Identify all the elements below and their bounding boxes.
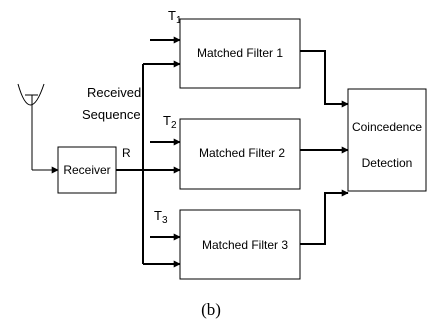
received-label: Received bbox=[87, 85, 141, 100]
t1-label: T1 bbox=[168, 8, 182, 26]
coincidence-label: Coincedence bbox=[352, 120, 422, 134]
receiver-label: Receiver bbox=[63, 163, 110, 177]
matched-filter-2-block bbox=[179, 118, 301, 190]
filter3-output-wire bbox=[300, 189, 349, 245]
figure-caption: (b) bbox=[201, 300, 221, 319]
matched-filter-1-block bbox=[179, 18, 301, 89]
r-label: R bbox=[122, 146, 131, 160]
detection-label: Detection bbox=[362, 156, 413, 170]
coincidence-detection-block bbox=[347, 88, 427, 192]
matched-filter-3-block bbox=[179, 209, 301, 280]
antenna-icon bbox=[17, 83, 45, 170]
t3-label: T3 bbox=[154, 208, 168, 226]
matched-filter-2-label: Matched Filter 2 bbox=[199, 146, 285, 160]
matched-filter-1-label: Matched Filter 1 bbox=[197, 46, 283, 60]
t2-label: T2 bbox=[163, 113, 177, 131]
filter1-output-wire bbox=[300, 50, 349, 108]
matched-filter-3-label: Matched Filter 3 bbox=[202, 238, 288, 252]
sequence-label: Sequence bbox=[82, 107, 141, 122]
receiver-block bbox=[57, 146, 117, 194]
